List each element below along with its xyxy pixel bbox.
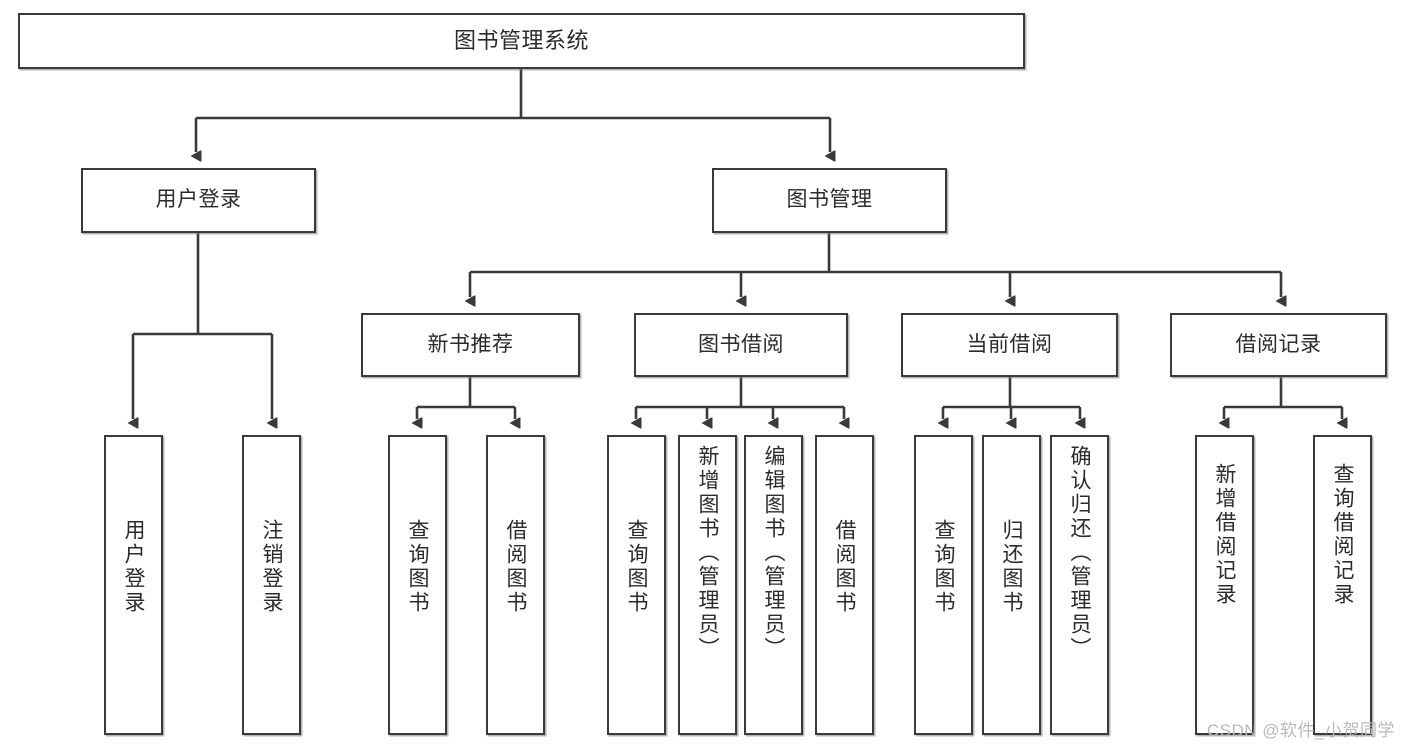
node-label: 查询图书 [932, 519, 955, 615]
node-leaf-query-record[interactable]: 查询借阅记录 [1313, 435, 1372, 735]
node-label: 查询借阅记录 [1331, 463, 1354, 607]
node-label: 查询图书 [625, 519, 648, 615]
node-label: 注销登录 [260, 519, 283, 615]
node-leaf-borrow-book-1[interactable]: 借阅图书 [486, 435, 545, 735]
node-leaf-confirm-return[interactable]: 确认归还（管理员） [1050, 435, 1109, 735]
node-current-borrow[interactable]: 当前借阅 [901, 313, 1118, 377]
node-borrow-record[interactable]: 借阅记录 [1170, 313, 1387, 377]
node-label: 用户登录 [122, 519, 145, 615]
node-leaf-edit-book[interactable]: 编辑图书（管理员） [744, 435, 803, 735]
node-user-login[interactable]: 用户登录 [81, 168, 316, 233]
node-leaf-logout-login[interactable]: 注销登录 [242, 435, 301, 735]
node-book-manage[interactable]: 图书管理 [712, 168, 947, 233]
node-leaf-borrow-book-2[interactable]: 借阅图书 [815, 435, 874, 735]
node-leaf-add-book[interactable]: 新增图书（管理员） [678, 435, 737, 735]
node-root-system[interactable]: 图书管理系统 [18, 13, 1025, 69]
node-leaf-user-login[interactable]: 用户登录 [104, 435, 163, 735]
node-leaf-query-book-1[interactable]: 查询图书 [388, 435, 447, 735]
node-leaf-return-book[interactable]: 归还图书 [982, 435, 1041, 735]
watermark: CSDN @软件_小贺同学 [1206, 721, 1395, 740]
node-label: 借阅图书 [833, 519, 856, 615]
node-label: 图书管理 [786, 188, 873, 212]
node-new-book-recommend[interactable]: 新书推荐 [361, 313, 580, 377]
node-leaf-query-book-2[interactable]: 查询图书 [607, 435, 666, 735]
node-label: 新书推荐 [427, 332, 514, 356]
node-label: 新增借阅记录 [1213, 463, 1236, 607]
node-label: 图书借阅 [698, 332, 784, 356]
node-label: 确认归还（管理员） [1068, 445, 1091, 661]
node-book-borrow[interactable]: 图书借阅 [634, 313, 848, 377]
node-label: 图书管理系统 [453, 28, 589, 54]
node-label: 当前借阅 [966, 332, 1053, 356]
node-label: 新增图书（管理员） [696, 445, 719, 661]
node-leaf-add-record[interactable]: 新增借阅记录 [1195, 435, 1254, 735]
node-label: 借阅记录 [1235, 332, 1322, 356]
node-label: 用户登录 [155, 188, 242, 212]
node-leaf-query-book-3[interactable]: 查询图书 [914, 435, 973, 735]
node-label: 借阅图书 [504, 519, 527, 615]
node-label: 编辑图书（管理员） [762, 445, 785, 661]
node-label: 归还图书 [1000, 519, 1023, 615]
node-label: 查询图书 [406, 519, 429, 615]
